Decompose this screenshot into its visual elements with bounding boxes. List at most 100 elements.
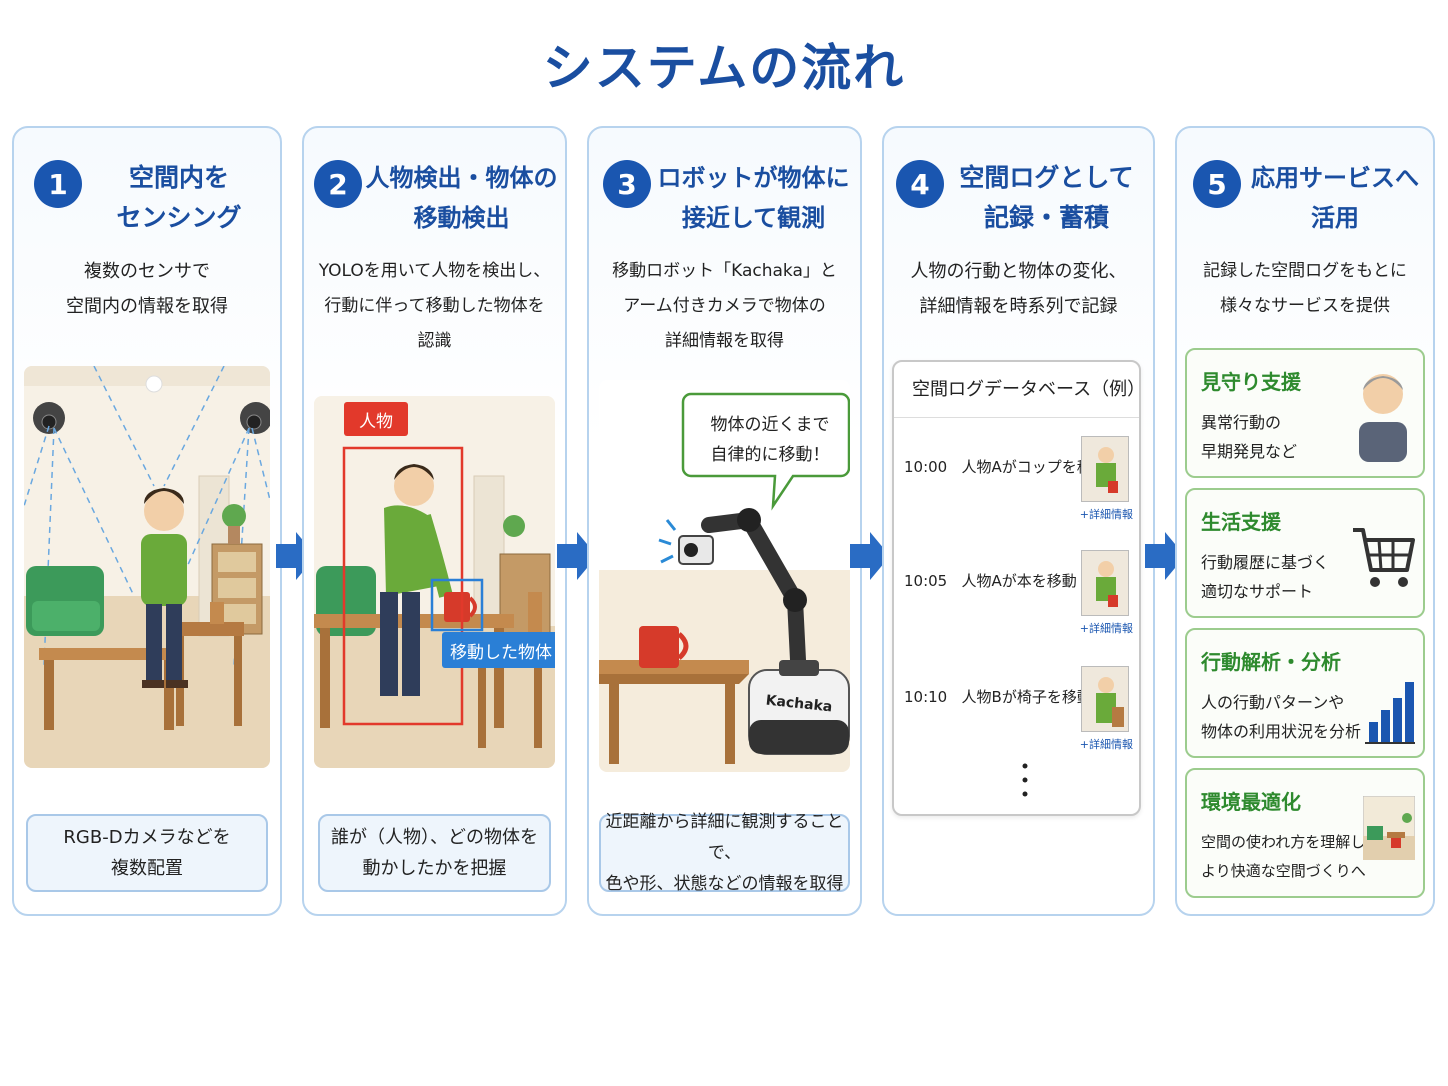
desc-line: 認識 (417, 331, 452, 351)
step-title-line: 活用 (1311, 204, 1359, 232)
log-description: 人物Bが椅子を移動 (961, 688, 1092, 706)
robot-arm-icon (678, 508, 807, 688)
log-thumbnail (1081, 550, 1129, 616)
step-5-title: 応用サービスへ 活用 (1243, 158, 1427, 238)
room-icon (1363, 796, 1415, 860)
service-description: 人の行動パターンや 物体の利用状況を分析 (1201, 688, 1361, 746)
object-bounding-box (430, 578, 484, 632)
step-1-number: 1 (34, 160, 82, 208)
step-4-header: 4 空間ログとして 記録・蓄積 (884, 158, 1153, 248)
step-5-header: 5 応用サービスへ 活用 (1177, 158, 1433, 248)
note-line: 複数配置 (111, 858, 183, 879)
service-desc-line: より快適な空間づくりへ (1201, 862, 1366, 880)
person-bounding-box (342, 446, 464, 726)
step-4-panel: 4 空間ログとして 記録・蓄積 人物の行動と物体の変化、 詳細情報を時系列で記録… (882, 126, 1155, 916)
step-title-line: 応用サービスへ (1251, 164, 1419, 192)
step-2-panel: 2 人物検出・物体の 移動検出 YOLOを用いて人物を検出し、 行動に伴って移動… (302, 126, 567, 916)
log-thumbnail (1081, 436, 1129, 502)
step-2-header: 2 人物検出・物体の 移動検出 (304, 158, 565, 248)
step-3-number: 3 (603, 160, 651, 208)
camera-right-icon (240, 402, 270, 434)
service-title: 見守り支援 (1201, 370, 1301, 394)
service-description: 異常行動の 早期発見など (1201, 408, 1297, 466)
camera-left-icon (33, 402, 65, 434)
bubble-line: 自律的に移動！ (710, 445, 830, 465)
more-dots-icon (1022, 763, 1027, 797)
elderly-person-icon (1359, 374, 1407, 462)
step-5-description: 記録した空間ログをもとに 様々なサービスを提供 (1185, 254, 1425, 324)
desc-line: 空間内の情報を取得 (66, 296, 228, 317)
desc-line: 詳細情報を取得 (665, 331, 784, 351)
note-line: 動かしたかを把握 (362, 858, 507, 879)
flow-arrow-icon (850, 532, 890, 580)
service-card-environment: 環境最適化 空間の使われ方を理解し、 より快適な空間づくりへ (1185, 768, 1425, 898)
step-title-line: 移動検出 (413, 204, 510, 232)
log-thumbnail (1081, 666, 1129, 732)
log-description: 人物Aがコップを移動 (961, 458, 1107, 476)
service-desc-line: 物体の利用状況を分析 (1201, 722, 1362, 741)
step-title-line: 空間内を (128, 163, 229, 192)
detection-illustration: 人物 移動した物体 (314, 396, 555, 768)
step-2-title: 人物検出・物体の 移動検出 (364, 158, 559, 238)
service-description: 行動履歴に基づく 適切なサポート (1201, 548, 1329, 606)
robot-illustration: 物体の近くまで 自律的に移動！ Kachaka (599, 380, 850, 772)
service-desc-line: 空間の使われ方を理解し、 (1201, 833, 1381, 851)
step-5-panel: 5 応用サービスへ 活用 記録した空間ログをもとに 様々なサービスを提供 見守り… (1175, 126, 1435, 916)
service-title: 生活支援 (1201, 510, 1281, 534)
shopping-cart-icon (1353, 528, 1415, 587)
desc-line: 行動に伴って移動した物体を (324, 296, 545, 316)
step-3-panel: 3 ロボットが物体に 接近して観測 移動ロボット「Kachaka」と アーム付き… (587, 126, 862, 916)
sensing-room-illustration (24, 366, 270, 768)
moved-object-label: 移動した物体 (442, 632, 555, 668)
log-entry: 10:00 人物Aがコップを移動 +詳細情報 (904, 436, 1133, 536)
desc-line: 詳細情報を時系列で記録 (919, 296, 1118, 317)
step-3-header: 3 ロボットが物体に 接近して観測 (589, 158, 860, 248)
red-mug-icon (444, 592, 477, 622)
service-desc-line: 適切なサポート (1201, 582, 1314, 601)
log-time: 10:00 (904, 458, 948, 476)
step-1-description: 複数のセンサで 空間内の情報を取得 (22, 254, 272, 324)
kachaka-robot-base-icon (748, 660, 850, 755)
step-3-title: ロボットが物体に 接近して観測 (653, 158, 854, 238)
service-title: 行動解析・分析 (1201, 650, 1341, 674)
service-desc-line: 異常行動の (1201, 413, 1282, 432)
log-text: 10:10 人物Bが椅子を移動 (904, 686, 1092, 707)
service-desc-line: 早期発見など (1201, 442, 1298, 461)
log-text: 10:00 人物Aがコップを移動 (904, 456, 1107, 477)
service-card-analysis: 行動解析・分析 人の行動パターンや 物体の利用状況を分析 (1185, 628, 1425, 758)
page-title: システムの流れ (542, 39, 906, 97)
log-detail-link[interactable]: +詳細情報 (1079, 622, 1133, 635)
bubble-line: 物体の近くまで (710, 415, 830, 435)
log-description: 人物Aが本を移動 (961, 572, 1077, 590)
desc-line: アーム付きカメラで物体の (623, 296, 826, 316)
step-4-title: 空間ログとして 記録・蓄積 (946, 158, 1147, 238)
log-database-title: 空間ログデータベース（例） (894, 362, 1145, 418)
desc-line: 記録した空間ログをもとに (1203, 261, 1407, 281)
log-time: 10:10 (904, 688, 948, 706)
note-line: 近距離から詳細に観測することで、 (605, 811, 844, 863)
service-desc-line: 人の行動パターンや (1201, 693, 1345, 712)
step-title-line: 人物検出・物体の (365, 164, 558, 192)
step-5-number: 5 (1193, 160, 1241, 208)
note-line: 誰が（人物）、どの物体を (331, 827, 538, 848)
log-detail-link[interactable]: +詳細情報 (1079, 508, 1133, 521)
log-entry: 10:05 人物Aが本を移動 +詳細情報 (904, 550, 1133, 650)
bending-person-icon (380, 464, 453, 696)
service-title: 環境最適化 (1201, 790, 1301, 814)
log-detail-link[interactable]: +詳細情報 (1079, 738, 1133, 751)
service-desc-line: 行動履歴に基づく (1201, 553, 1330, 572)
desc-line: 移動ロボット「Kachaka」と (612, 261, 837, 281)
person-icon (141, 488, 188, 688)
step-title-line: 記録・蓄積 (983, 203, 1109, 232)
log-text: 10:05 人物Aが本を移動 (904, 570, 1077, 591)
service-card-life-support: 生活支援 行動履歴に基づく 適切なサポート (1185, 488, 1425, 618)
log-time: 10:05 (904, 572, 948, 590)
desc-line: 人物の行動と物体の変化、 (910, 261, 1127, 282)
service-description: 空間の使われ方を理解し、 より快適な空間づくりへ (1201, 828, 1380, 886)
step-3-description: 移動ロボット「Kachaka」と アーム付きカメラで物体の 詳細情報を取得 (597, 254, 852, 359)
step-title-line: ロボットが物体に (657, 164, 850, 192)
step-1-note: RGB-Dカメラなどを 複数配置 (26, 814, 268, 892)
red-mug-icon (639, 626, 689, 668)
bar-chart-icon (1365, 682, 1415, 744)
step-2-number: 2 (314, 160, 362, 208)
